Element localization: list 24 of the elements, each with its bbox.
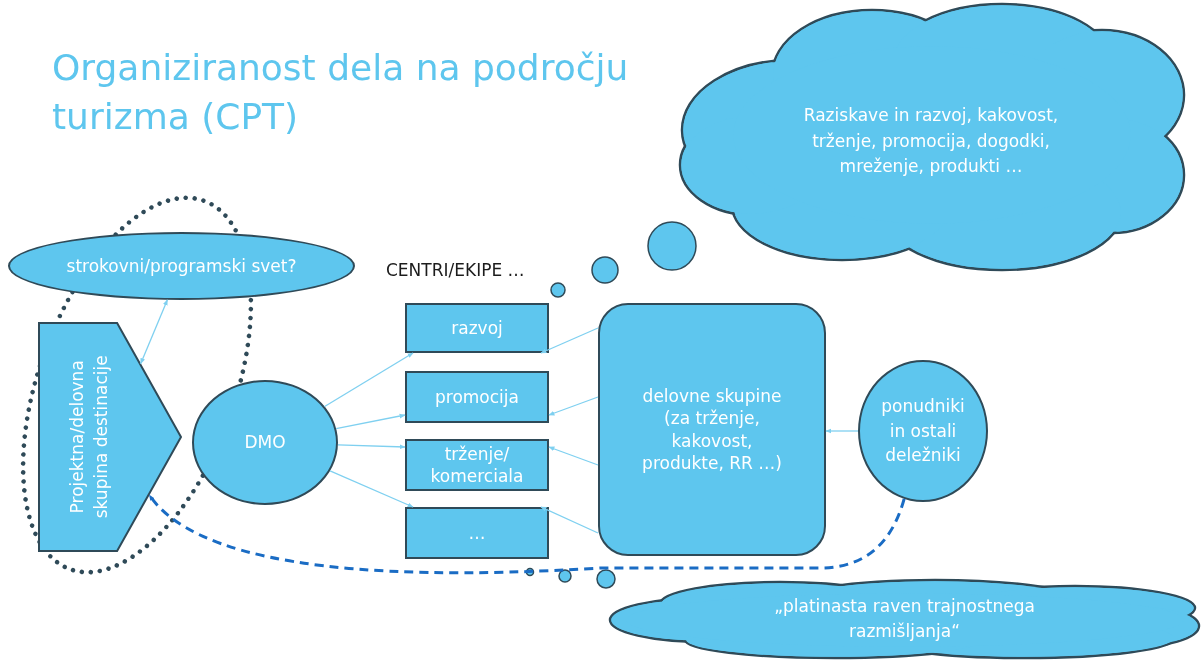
arrow [548,446,599,466]
title: Organiziranost dela na področju turizma (CPT) [52,46,630,139]
arrow [324,352,414,408]
pentagon-node: Projektna/delovna skupina destinacije [38,322,182,552]
process-box: … [405,507,549,559]
process-box: razvoj [405,303,549,353]
arrow [548,396,599,416]
arrow [329,470,414,508]
process-box: promocija [405,371,549,423]
ellipse-node: DMO [192,380,338,505]
dashed-arrow [148,494,906,575]
cloud-node: Raziskave in razvoj, kakovost, trženje, promocija, dogodki, mreženje, produkti … [672,0,1190,275]
arrow [825,428,859,434]
arrow [140,299,168,365]
arrow [337,444,406,450]
ellipse-node: ponudniki in ostali deležniki [858,360,988,502]
process-box: delovne skupine (za trženje, kakovost, produkte, RR …) [598,303,826,556]
arrow [540,506,599,534]
arrow [335,413,406,430]
arrow [540,327,599,354]
process-box: trženje/ komerciala [405,439,549,491]
column-heading: CENTRI/EKIPE … [386,259,525,282]
ellipse-node: strokovni/programski svet? [8,232,355,300]
cloud-node: „platinasta raven trajnostnega razmišljanja“ [605,578,1204,660]
